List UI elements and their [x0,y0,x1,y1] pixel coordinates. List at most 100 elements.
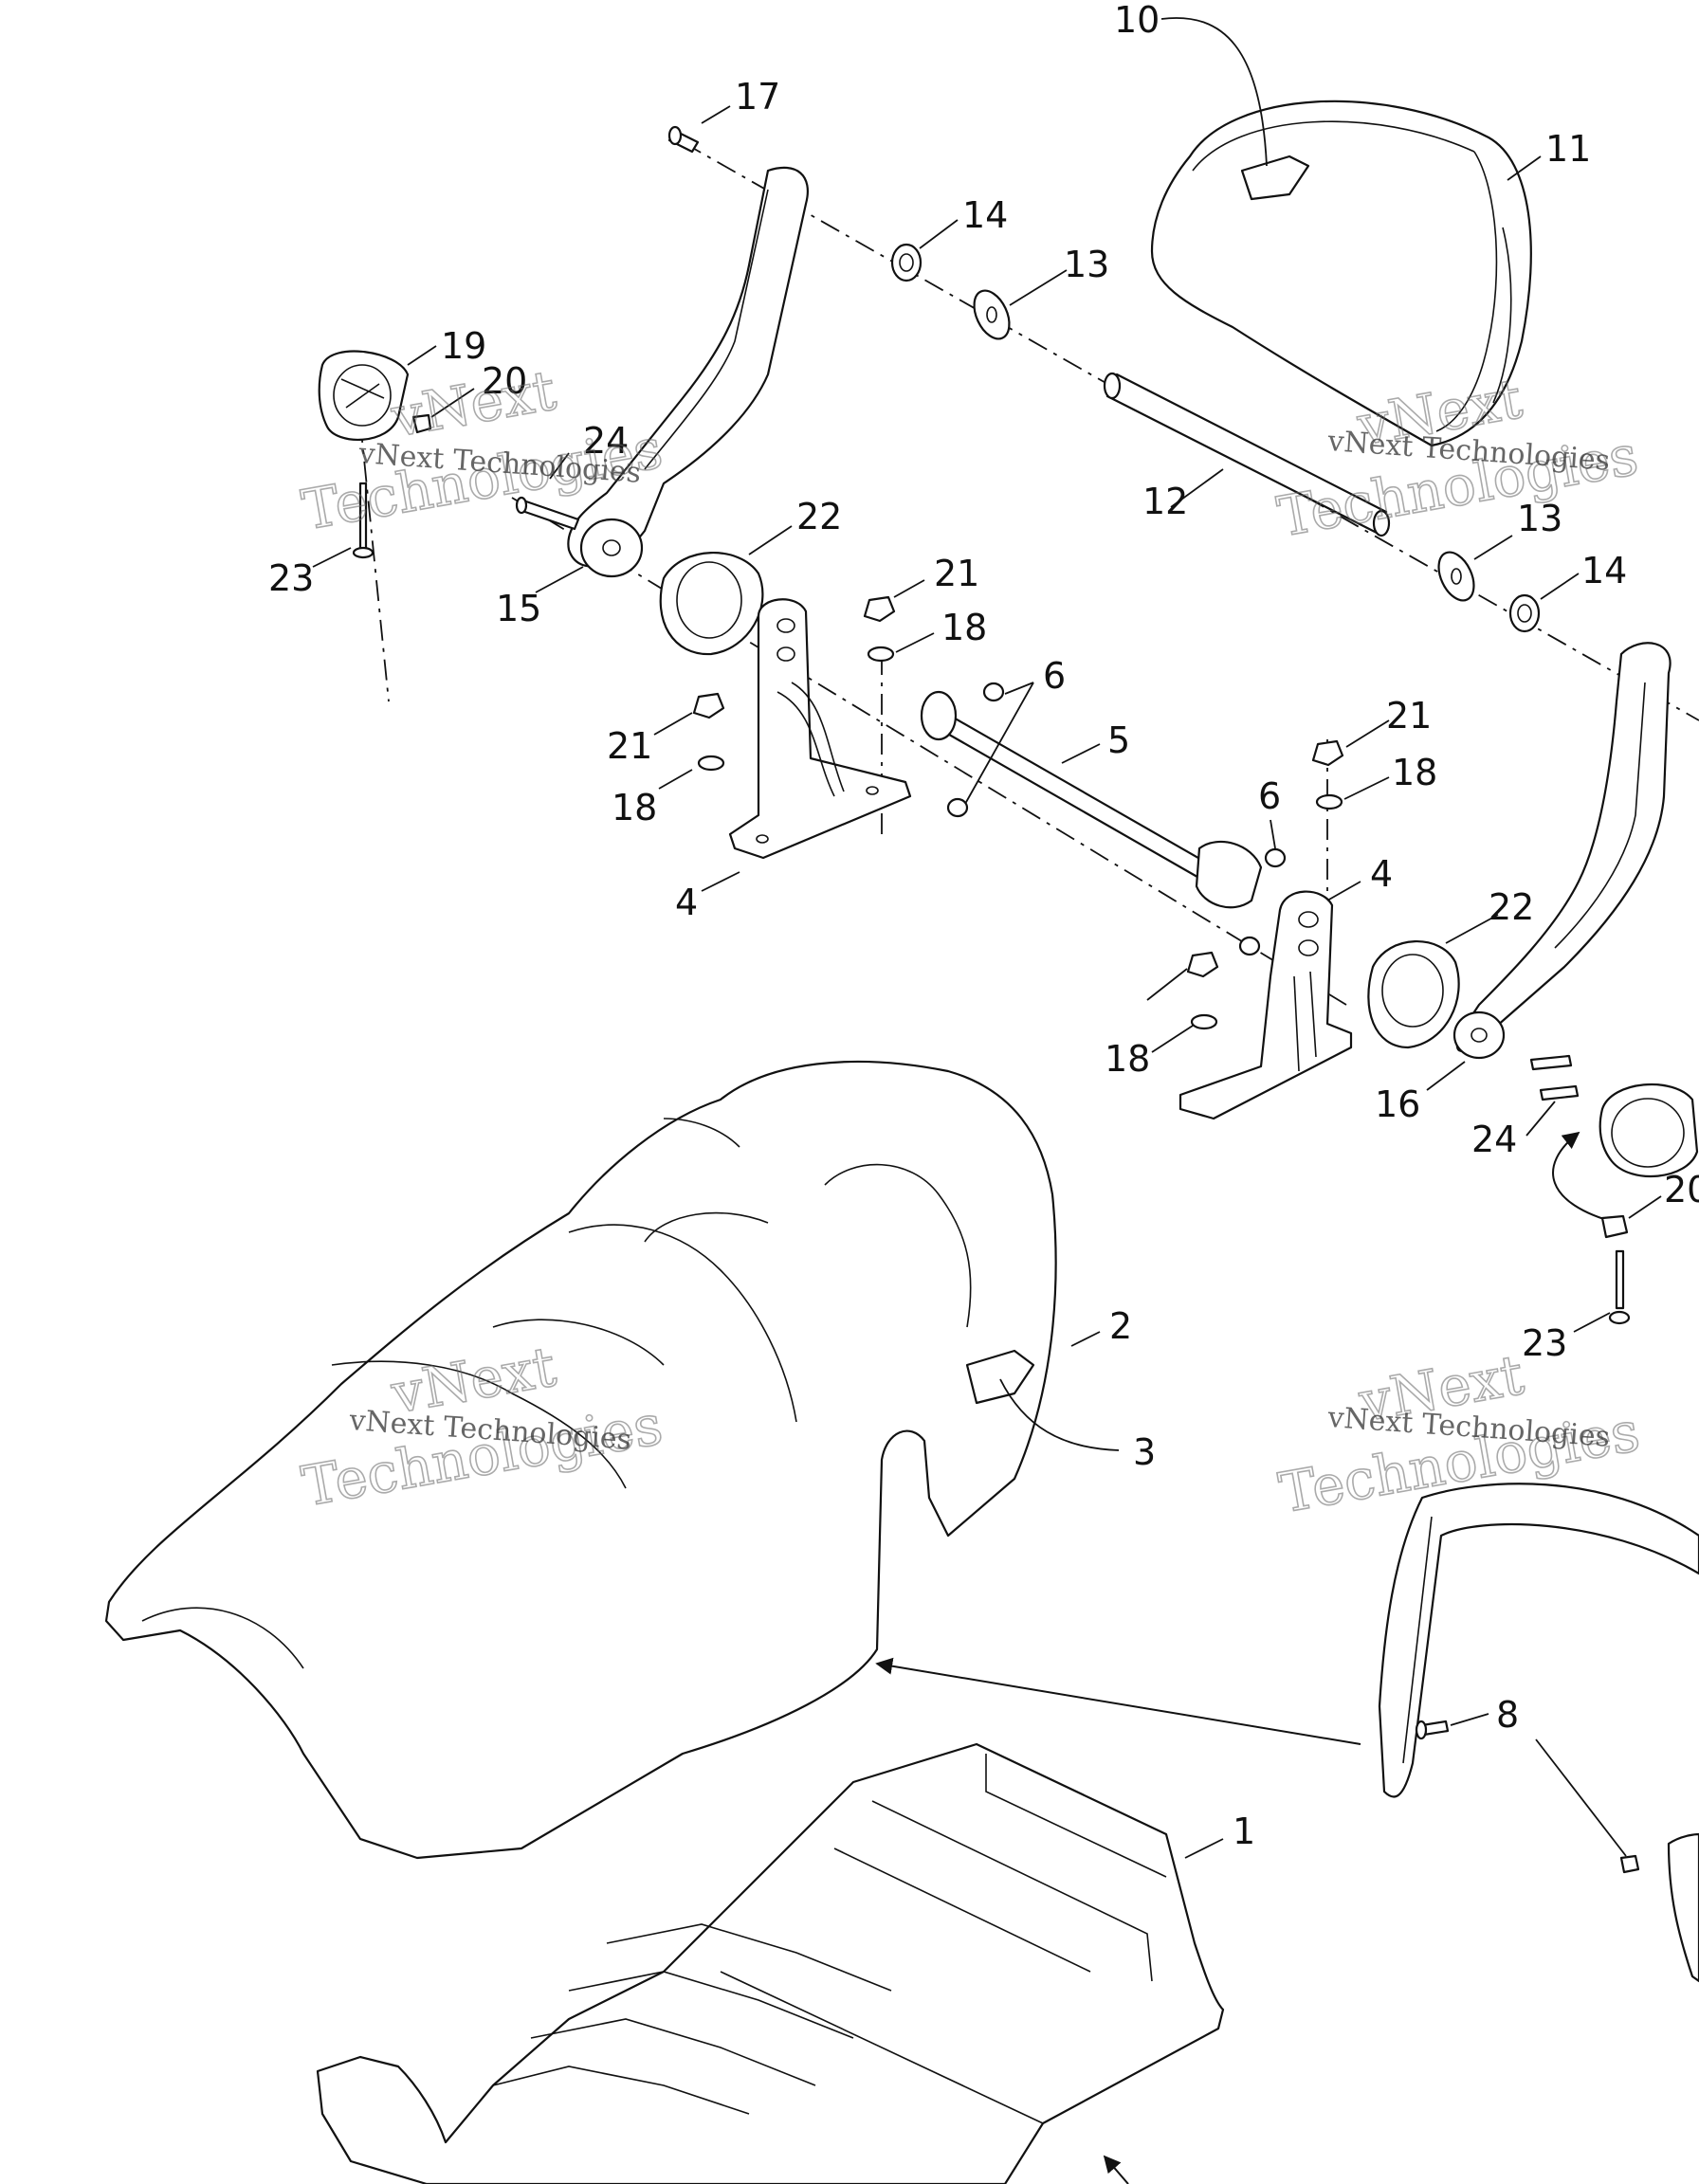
nut-21-d [1186,951,1219,978]
leader-1 [1184,1838,1224,1859]
leader-19 [407,345,437,366]
callout-14a: 14 [962,194,1008,236]
arrow-seat-base [1103,2155,1129,2184]
callout-1: 1 [1233,1811,1255,1852]
clip-20-right [1600,1214,1629,1239]
rear-trim-piece [1378,1483,1699,1798]
leader-8b [1450,1713,1489,1726]
nut-21-a [863,595,896,623]
bolt-17 [667,125,700,154]
leader-23a [312,547,352,568]
callout-4a: 4 [675,882,698,923]
end-cap-left [318,350,410,442]
svg-text:vNext: vNext [386,357,560,449]
callout-6a: 6 [1043,655,1066,697]
leader-18a [895,632,935,653]
callout-14b: 14 [1581,550,1627,592]
callout-21b: 21 [607,725,652,767]
washer-13-left [973,289,1011,340]
callout-18c: 18 [1392,752,1437,793]
arrow-cap-right [1552,1131,1617,1224]
washer-18-a [867,646,895,663]
leader-18b [658,769,693,790]
leader-21d [1146,968,1188,1001]
arrow-trim-to-seat [875,1657,1361,1745]
callout-18a: 18 [941,607,987,648]
washer-18-d [1190,1013,1218,1030]
callout-20a: 20 [482,360,527,402]
callout-3: 3 [1133,1431,1156,1473]
seat-base [316,1742,1225,2184]
leader-24b [1525,1101,1556,1137]
screw-8-a [1415,1720,1450,1740]
leader-21b [653,712,693,736]
mount-bracket-right [1178,890,1353,1120]
callout-6b: 6 [1258,775,1281,817]
callout-22b: 22 [1489,886,1534,928]
leader-2 [1070,1331,1101,1347]
leader-14b [1540,573,1580,600]
cross-shaft [920,690,1263,909]
callout-24a: 24 [583,420,629,462]
leader-11 [1507,155,1542,181]
ring-22-left [659,552,764,656]
callout-23b: 23 [1522,1322,1567,1364]
leader-21a [893,579,925,598]
leader-8 [1535,1738,1627,1857]
leader-6a [964,682,1034,805]
leader-23b [1573,1312,1611,1333]
leader-13b [1473,535,1513,560]
callout-4b: 4 [1370,853,1393,895]
washer-13-right [1437,551,1475,602]
leader-4b [1326,881,1361,901]
spacer-6-b [946,797,969,818]
leader-5 [1061,743,1101,764]
spacer-6-c [1264,847,1287,868]
nut-21-c [1311,739,1344,767]
rear-trim-piece-lower [1667,1832,1699,1983]
clip-20-left [411,413,432,434]
nut-21-b [692,692,725,719]
washer-18-b [697,755,725,772]
backrest-pad [1150,100,1532,447]
callout-8: 8 [1496,1694,1519,1736]
callout-22a: 22 [796,496,842,537]
callout-21c: 21 [1386,695,1432,737]
callout-11: 11 [1545,128,1591,170]
support-tube [1103,372,1391,537]
end-cap-right [1599,1083,1699,1178]
bolt-axis-left [359,421,390,702]
bushing-14-left [890,243,923,282]
leader-13a [1009,269,1068,306]
callout-5: 5 [1107,719,1130,761]
callout-24b: 24 [1471,1119,1517,1160]
leader-22b [1445,914,1499,944]
leader-16 [1426,1061,1466,1091]
callout-18d: 18 [1105,1038,1150,1080]
leader-18d [1151,1025,1194,1053]
mount-bracket-left [728,598,912,860]
callout-16: 16 [1375,1083,1420,1125]
callout-20b: 20 [1664,1169,1699,1210]
callout-21a: 21 [934,553,979,594]
callout-13a: 13 [1064,244,1109,285]
leader-12 [1170,468,1224,508]
callout-17: 17 [735,76,780,118]
leader-6b [1270,819,1276,849]
leader-17 [701,105,731,124]
washer-18-c [1315,793,1343,810]
screw-8-b [1619,1854,1640,1874]
leader-22a [748,525,793,555]
callout-10: 10 [1114,0,1160,41]
callout-13b: 13 [1517,498,1562,539]
leader-3 [999,1378,1120,1451]
screw-23-right [1608,1249,1631,1325]
ring-22-right [1367,940,1460,1049]
leader-20b [1628,1195,1662,1219]
spacer-6-d [1238,936,1261,956]
leader-15 [535,566,584,593]
leader-10 [1160,17,1268,167]
leader-4a [701,871,740,892]
leader-21c [1345,719,1390,748]
